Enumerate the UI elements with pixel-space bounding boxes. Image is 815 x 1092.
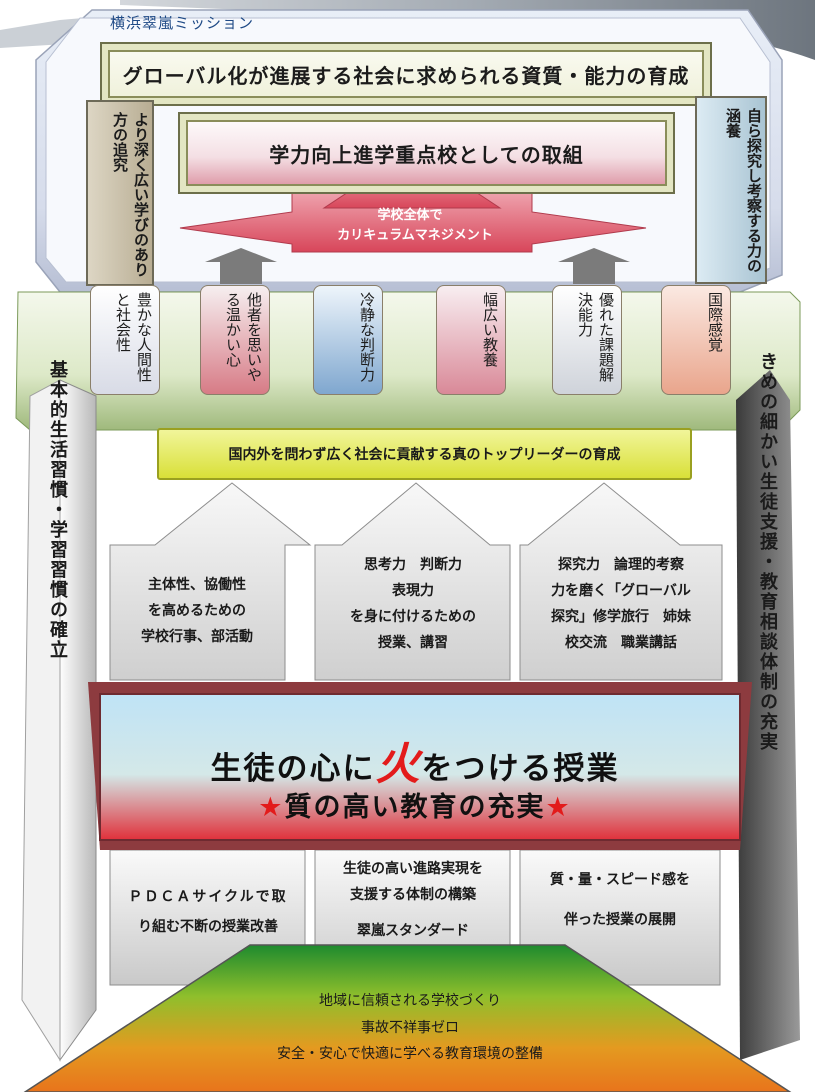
left-side-caption: 基本的生活習慣・学習習慣の確立 [47, 360, 68, 660]
academic-focus-text: 学力向上進学重点校としての取組 [269, 142, 584, 167]
mid-pillar-left: 主体性、協働性 を高めるための 学校行事、部活動 [112, 572, 282, 650]
mid-right-line: 探究」修学旅行 姉妹 [551, 609, 691, 625]
quality-card-problem-solving: 優れた課題解決能力 [552, 285, 622, 395]
global-competency-banner: グローバル化が進展する社会に求められる資質・能力の育成 [100, 42, 712, 106]
base-line-zero-incidents: 事故不祥事ゼロ [361, 1020, 459, 1036]
right-side-caption: きめの細かい生徒支援・教育相談体制の充実 [757, 352, 778, 752]
mid-pillar-right: 探究力 論理的考察 力を磨く「グローバル 探究」修学旅行 姉妹 校交流 職業講話 [523, 552, 719, 656]
quality-card-humanity: 豊かな人間性と社会性 [90, 285, 160, 395]
low-left-line: り組む不断の授業改善 [138, 919, 278, 935]
base-line-environment: 安全・安心で快適に学べる教育環境の整備 [277, 1046, 543, 1062]
quality-card-liberal-arts: 幅広い教養 [436, 285, 506, 395]
mid-left-line: 主体性、協働性 [148, 577, 246, 593]
mid-right-line: 探究力 論理的考察 [558, 557, 684, 573]
top-leader-text: 国内外を問わず広く社会に貢献する真のトップリーダーの育成 [228, 447, 621, 463]
low-pillar-left: ＰＤＣＡサイクルで取 り組む不断の授業改善 [112, 882, 304, 942]
mission-title: 横浜翠嵐ミッション [110, 14, 255, 32]
curriculum-arrow-line1: 学校全体で [377, 208, 443, 223]
main-lesson-title: 生徒の心に火をつける授業 [110, 728, 720, 792]
low-pillar-center: 生徒の高い進路実現を 支援する体制の構築 翠嵐スタンダード [317, 856, 509, 944]
star-icon: ★ [258, 792, 285, 823]
low-right-line: 伴った授業の展開 [564, 912, 676, 928]
low-left-line: ＰＤＣＡサイクルで取 [128, 889, 288, 905]
inquiry-pillar: 自ら探究し考察する力の涵養 [695, 96, 767, 284]
main-title-pre: 生徒の心に [210, 751, 376, 787]
main-lesson-subtitle: ★質の高い教育の充実★ [110, 785, 720, 824]
deep-learning-pillar: より深く広い学びのあり方の追究 [86, 100, 154, 286]
low-center-line: 支援する体制の構築 [350, 887, 476, 903]
global-competency-text: グローバル化が進展する社会に求められる資質・能力の育成 [122, 63, 690, 88]
fire-character: 火 [375, 739, 422, 790]
mid-right-line: 力を磨く「グローバル [551, 583, 691, 599]
base-line-community: 地域に信頼される学校づくり [319, 993, 501, 1009]
main-title-post: をつける授業 [421, 751, 620, 787]
mid-center-line: 表現力 [392, 583, 434, 599]
mid-center-line: 思考力 判断力 [364, 557, 462, 573]
low-center-line: 生徒の高い進路実現を [343, 861, 483, 877]
mid-pillar-center: 思考力 判断力 表現力 を身に付けるための 授業、講習 [318, 552, 508, 656]
mid-center-line: を身に付けるための [350, 609, 476, 625]
mid-right-line: 校交流 職業講話 [565, 635, 677, 651]
low-right-line: 質・量・スピード感を [550, 872, 690, 888]
quality-card-global-sense: 国際感覚 [661, 285, 731, 395]
curriculum-arrow-line2: カリキュラムマネジメント [337, 228, 493, 243]
quality-card-compassion: 他者を思いやる温かい心 [200, 285, 270, 395]
low-center-line: 翠嵐スタンダード [357, 923, 469, 939]
mid-left-line: 学校行事、部活動 [141, 629, 253, 645]
academic-focus-banner: 学力向上進学重点校としての取組 [178, 112, 675, 194]
quality-card-judgment: 冷静な判断力 [313, 285, 383, 395]
star-icon: ★ [545, 792, 572, 823]
subtitle-text: 質の高い教育の充実 [284, 792, 546, 823]
mid-center-line: 授業、講習 [378, 635, 448, 651]
top-leader-banner: 国内外を問わず広く社会に貢献する真のトップリーダーの育成 [157, 428, 692, 480]
mid-left-line: を高めるための [148, 603, 246, 619]
low-pillar-right: 質・量・スピード感を 伴った授業の展開 [522, 860, 718, 940]
